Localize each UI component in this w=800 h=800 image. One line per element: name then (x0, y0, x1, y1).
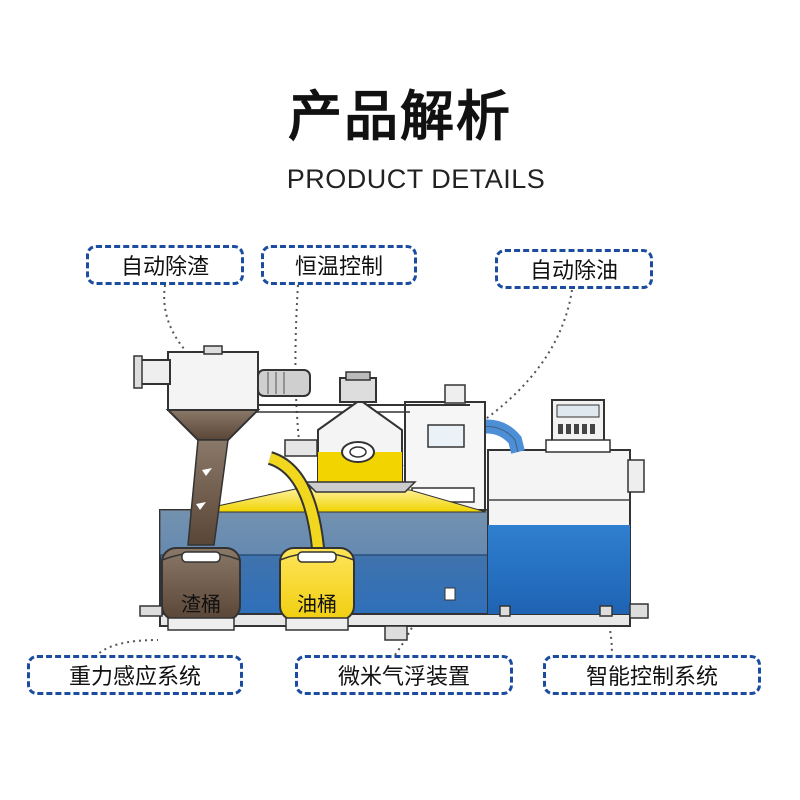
oil-bucket (279, 547, 355, 631)
slag-bucket-label: 渣桶 (181, 592, 221, 616)
leader-thermostat (294, 284, 301, 451)
tag-microbubble: 微米气浮装置 (295, 655, 513, 695)
tag-thermostat: 恒温控制 (261, 245, 417, 285)
slag-hopper-box (167, 351, 259, 411)
page-title: 产品解析 (288, 85, 512, 148)
oil-bucket-label: 油桶 (297, 592, 337, 616)
page-subtitle: PRODUCT DETAILS (286, 164, 546, 194)
slag-bucket (161, 547, 241, 631)
tag-smart-control: 智能控制系统 (543, 655, 761, 695)
tag-gravity-system: 重力感应系统 (27, 655, 243, 695)
leader-auto-oil (394, 289, 573, 471)
leader-auto-slag (163, 284, 186, 351)
tag-auto-oil: 自动除油 (495, 249, 653, 289)
leader-smart (605, 614, 613, 658)
tag-auto-slag: 自动除渣 (86, 245, 244, 285)
